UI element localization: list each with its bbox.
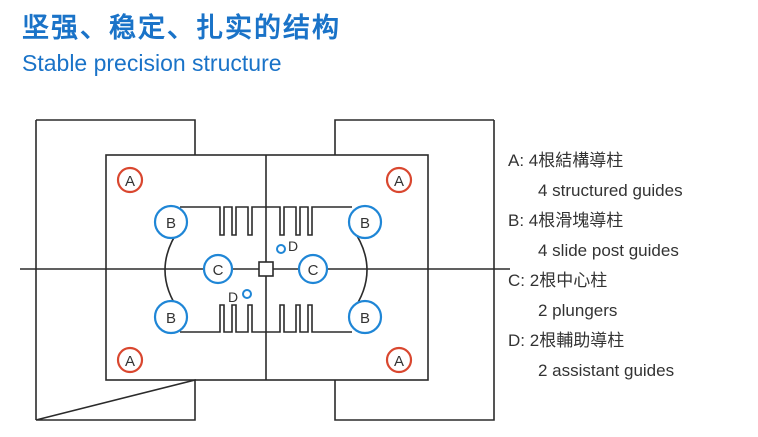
marker-d-label: D: [228, 289, 238, 305]
legend-cn: 2根中心柱: [529, 271, 608, 290]
marker-d-label: D: [288, 238, 298, 254]
marker-c-label: C: [213, 262, 224, 279]
legend-en: 2 assistant guides: [538, 361, 675, 380]
marker-b-top-left: B: [153, 204, 189, 240]
legend-cn: 2根輔助導柱: [529, 331, 625, 350]
marker-c-label: C: [308, 262, 319, 279]
legend-row-d: D: 2根輔助導柱: [508, 326, 683, 356]
marker-d-upper: D: [276, 238, 298, 254]
cavity-left-curve: [164, 227, 181, 313]
marker-b-bottom-right: B: [347, 299, 383, 335]
marker-b-top-right: B: [347, 204, 383, 240]
marker-c-left: C: [202, 253, 234, 285]
outer-frame-right: [334, 119, 495, 421]
legend-en: 4 structured guides: [538, 181, 683, 200]
title-english: Stable precision structure: [22, 50, 282, 76]
title-chinese: 坚强、稳定、扎实的结构: [22, 13, 341, 44]
legend-row-a: A: 4根結構導柱: [508, 146, 683, 176]
marker-b-bottom-left: B: [153, 299, 189, 335]
legend-key: C:: [508, 271, 525, 290]
legend: A: 4根結構導柱 4 structured guides B: 4根滑塊導柱 …: [508, 146, 683, 386]
legend-cn: 4根結構導柱: [528, 151, 624, 170]
legend-en: 4 slide post guides: [538, 241, 679, 260]
marker-a-top-left: A: [116, 166, 144, 194]
legend-cn: 4根滑塊導柱: [528, 211, 624, 230]
center-square: [258, 261, 274, 277]
marker-a-label: A: [125, 353, 135, 370]
marker-b-label: B: [166, 215, 176, 232]
marker-b-label: B: [360, 310, 370, 327]
legend-key: B:: [508, 211, 525, 230]
marker-a-label: A: [394, 173, 404, 190]
marker-a-label: A: [125, 173, 135, 190]
legend-row-c: C: 2根中心柱: [508, 266, 683, 296]
cavity-top-edge: [180, 206, 352, 236]
marker-c-right: C: [297, 253, 329, 285]
legend-en: 2 plungers: [538, 301, 618, 320]
marker-d-lower: D: [228, 289, 252, 305]
marker-b-label: B: [166, 310, 176, 327]
cavity-bottom-edge: [180, 304, 352, 333]
marker-b-label: B: [360, 215, 370, 232]
inner-plate: [105, 154, 429, 381]
outer-frame-left: [35, 119, 196, 421]
marker-a-bottom-left: A: [116, 346, 144, 374]
legend-row-b: B: 4根滑塊導柱: [508, 206, 683, 236]
marker-a-bottom-right: A: [385, 346, 413, 374]
marker-a-label: A: [394, 353, 404, 370]
legend-key: A:: [508, 151, 525, 170]
marker-a-top-right: A: [385, 166, 413, 194]
legend-key: D:: [508, 331, 525, 350]
cavity-right-curve: [351, 227, 368, 313]
